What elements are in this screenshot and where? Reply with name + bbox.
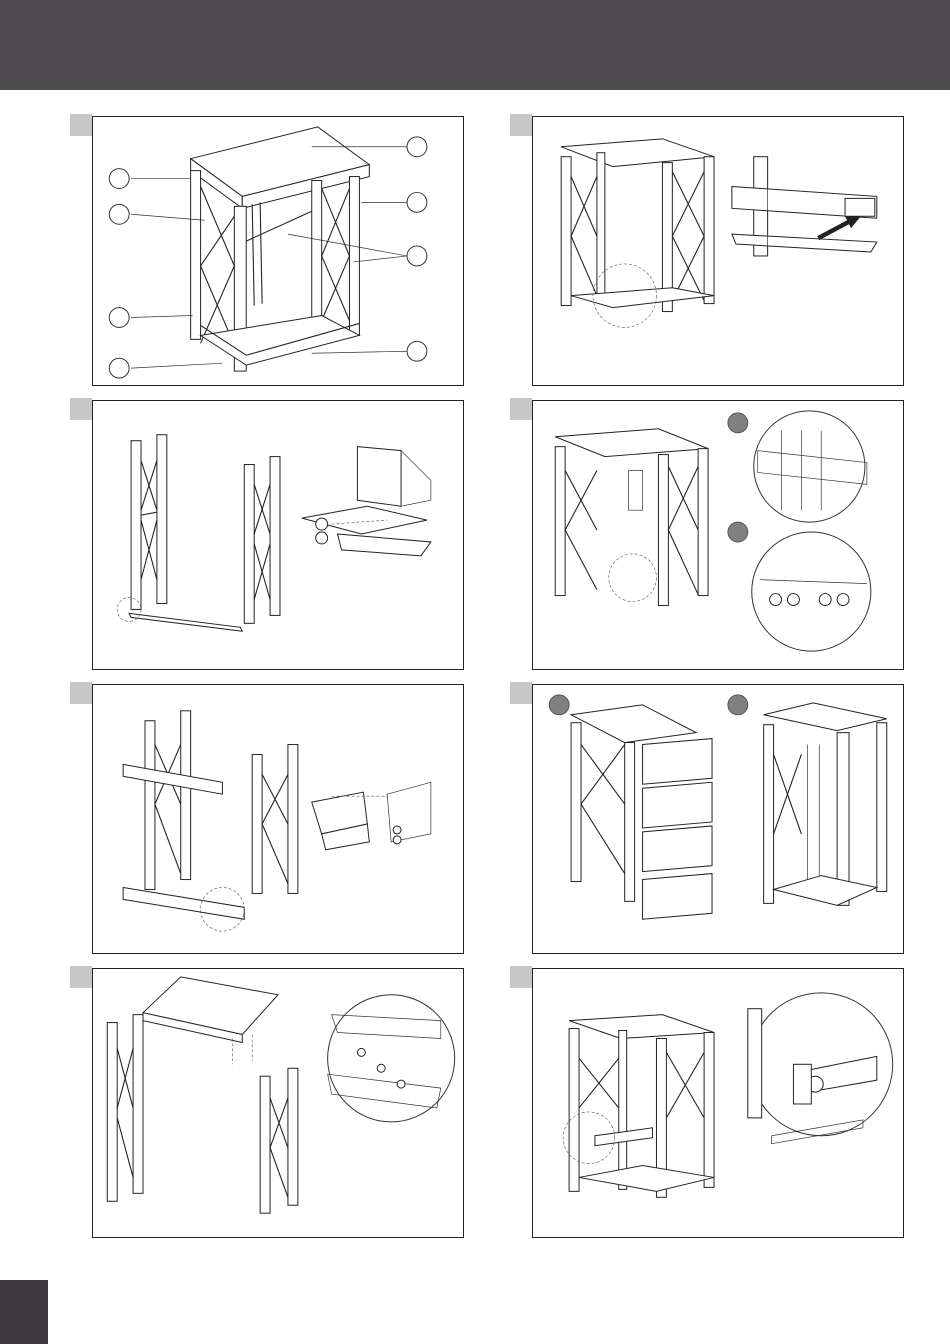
step-tab-2 <box>510 114 532 136</box>
panel-step-6 <box>532 684 904 954</box>
callout-circle <box>109 204 129 224</box>
step-tab-1 <box>70 114 92 136</box>
panel-step-1 <box>92 116 464 386</box>
variant-badge <box>728 695 748 715</box>
step-tab-5 <box>70 682 92 704</box>
illustration-top-cover <box>93 969 463 1237</box>
panel-step-2 <box>532 116 904 386</box>
panel-step-3 <box>92 400 464 670</box>
detail-badge <box>728 522 748 542</box>
step-tab-7 <box>70 966 92 988</box>
page-header-bar <box>0 0 950 90</box>
step-tab-8 <box>510 966 532 988</box>
illustration-hardware-details <box>533 401 903 669</box>
illustration-crossbeam <box>93 685 463 953</box>
page-number-block <box>0 1280 48 1344</box>
step-tab-3 <box>70 398 92 420</box>
illustration-side-panels <box>533 685 903 953</box>
step-tab-4 <box>510 398 532 420</box>
panel-step-7 <box>92 968 464 1238</box>
callout-circle <box>109 308 129 328</box>
illustration-bracket-fixing <box>533 969 903 1237</box>
callout-circle <box>407 246 427 266</box>
callout-circle <box>407 341 427 361</box>
panel-step-4 <box>532 400 904 670</box>
variant-badge <box>549 695 569 715</box>
illustration-rail-insert <box>533 117 903 385</box>
panel-step-8 <box>532 968 904 1238</box>
illustration-frame-callouts <box>93 117 463 385</box>
step-tab-6 <box>510 682 532 704</box>
callout-circle <box>407 137 427 157</box>
illustration-side-frames <box>93 401 463 669</box>
callout-circle <box>407 192 427 212</box>
panel-step-5 <box>92 684 464 954</box>
detail-badge <box>728 413 748 433</box>
callout-circle <box>109 169 129 189</box>
callout-circle <box>109 358 129 378</box>
